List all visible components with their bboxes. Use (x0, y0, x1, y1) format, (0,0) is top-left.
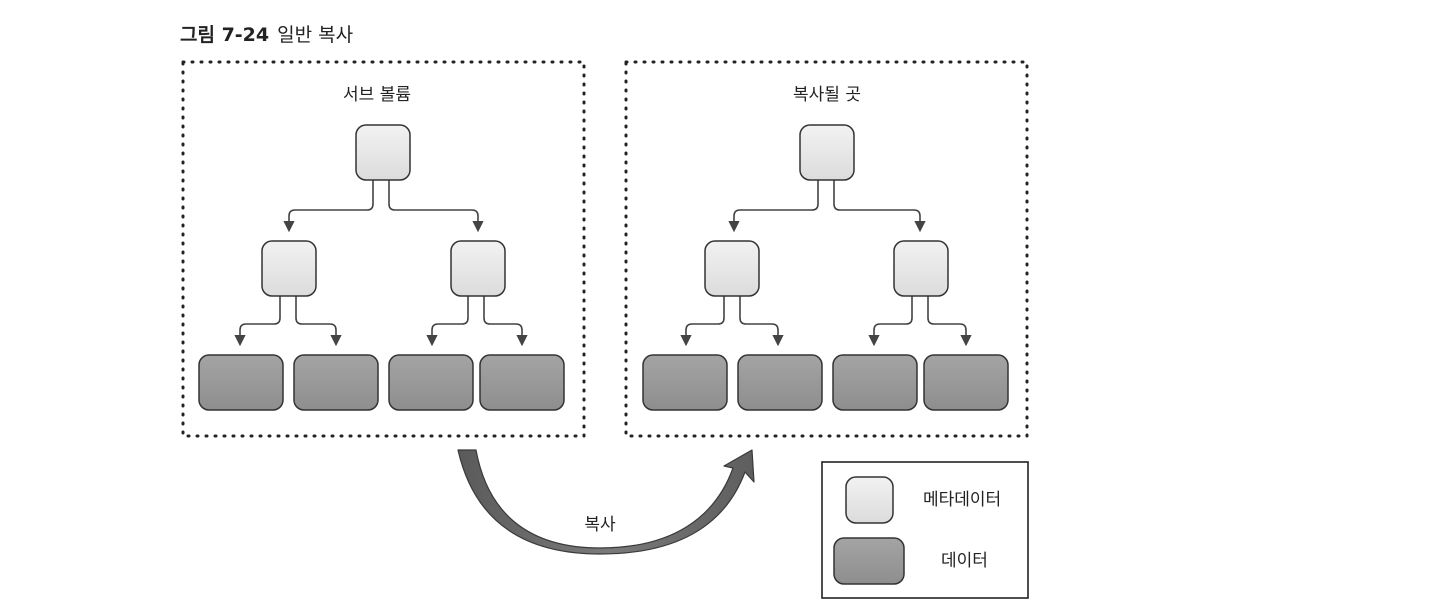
figure-caption: 그림 7-24 일반 복사 (180, 22, 353, 48)
destination-left-data2-arrow (739, 296, 784, 347)
figure-number: 그림 7-24 (180, 24, 270, 46)
copy-arrow: 복사 (457, 449, 755, 555)
destination-right-data1-arrow (868, 296, 913, 347)
destination-root-right-arrow (833, 180, 926, 233)
source-data-4 (479, 354, 565, 411)
source-panel: 서브 볼륨 (181, 60, 586, 438)
source-metadata-root (355, 124, 411, 181)
copy-arrow-label: 복사 (584, 515, 616, 535)
destination-panel-label: 복사될 곳 (793, 85, 861, 105)
destination-data-4 (923, 354, 1009, 411)
destination-data-3 (832, 354, 918, 411)
source-root-left-arrow (283, 180, 374, 233)
legend-metadata-label: 메타데이터 (923, 490, 1001, 510)
source-data-3 (388, 354, 474, 411)
destination-metadata-right (893, 240, 949, 297)
destination-data-2 (737, 354, 823, 411)
figure-title: 일반 복사 (277, 24, 354, 46)
destination-panel-border (624, 60, 1029, 438)
source-data-1 (198, 354, 284, 411)
legend-data-label: 데이터 (941, 551, 988, 571)
source-left-data2-arrow (295, 296, 342, 347)
source-metadata-right (450, 240, 506, 297)
source-root-right-arrow (388, 180, 484, 233)
destination-metadata-left (704, 240, 760, 297)
destination-metadata-root (799, 124, 855, 181)
source-panel-label: 서브 볼륨 (343, 85, 411, 105)
destination-panel: 복사될 곳 (624, 60, 1029, 438)
source-panel-border (181, 60, 586, 438)
legend: 메타데이터 데이터 (821, 461, 1029, 599)
destination-right-data2-arrow (927, 296, 972, 347)
source-metadata-left (261, 240, 317, 297)
destination-data-1 (642, 354, 728, 411)
destination-left-data1-arrow (680, 296, 725, 347)
legend-data-swatch (833, 537, 905, 585)
source-right-data2-arrow (483, 296, 528, 347)
destination-root-left-arrow (728, 180, 819, 233)
source-data-2 (293, 354, 379, 411)
source-connectors (234, 180, 528, 347)
source-right-data1-arrow (426, 296, 469, 347)
destination-connectors (680, 180, 972, 347)
source-left-data1-arrow (234, 296, 281, 347)
legend-metadata-swatch (845, 476, 894, 524)
